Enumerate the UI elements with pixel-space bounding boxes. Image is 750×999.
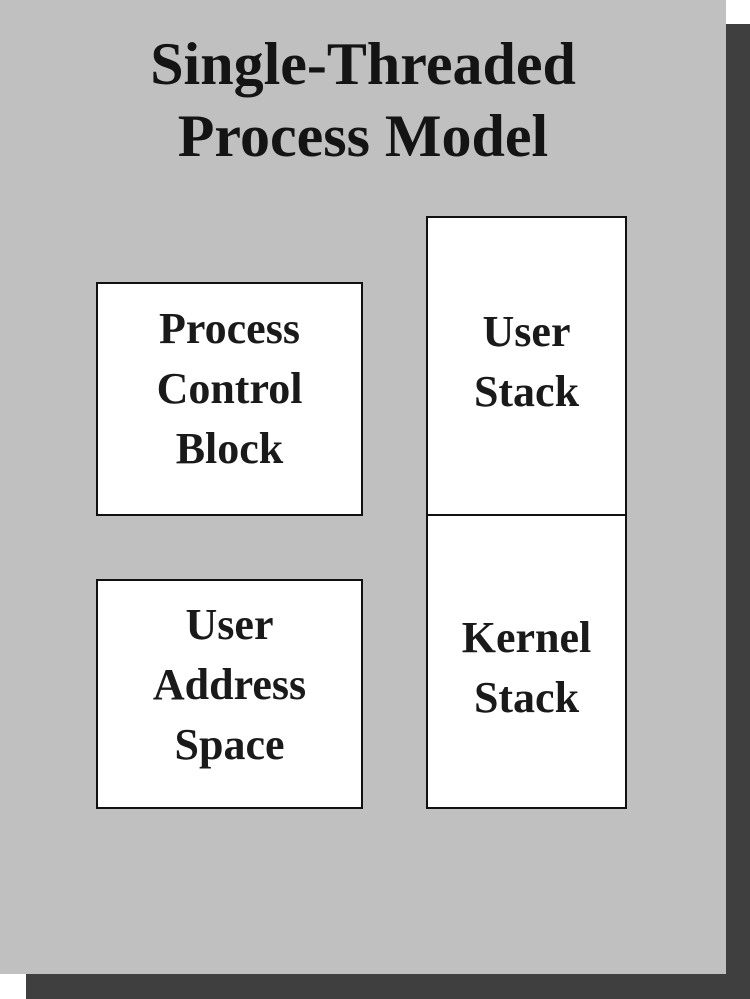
pcb-label-line-1: Process — [159, 304, 300, 353]
process-control-block-box: Process Control Block — [96, 282, 363, 516]
kernel-stack-label-line-2: Stack — [473, 673, 580, 722]
user-address-space-box: User Address Space — [96, 579, 363, 809]
user-stack-label: User Stack — [428, 302, 625, 422]
user-stack-label-line-2: Stack — [473, 367, 580, 416]
kernel-stack-label: Kernel Stack — [428, 608, 625, 728]
title-line-2: Process Model — [177, 103, 549, 169]
uas-label-line-1: User — [185, 600, 274, 649]
uas-label-line-2: Address — [152, 660, 307, 709]
user-stack-label-line-1: User — [482, 307, 571, 356]
kernel-stack-box: Kernel Stack — [426, 514, 627, 809]
kernel-stack-label-line-1: Kernel — [461, 613, 592, 662]
user-stack-box: User Stack — [426, 216, 627, 516]
diagram-panel: Single-Threaded Process Model Process Co… — [0, 0, 726, 974]
title-line-1: Single-Threaded — [150, 31, 576, 97]
uas-label-line-3: Space — [174, 720, 285, 769]
pcb-label-line-2: Control — [156, 364, 303, 413]
diagram-title: Single-Threaded Process Model — [0, 28, 726, 172]
pcb-label-line-3: Block — [175, 424, 284, 473]
